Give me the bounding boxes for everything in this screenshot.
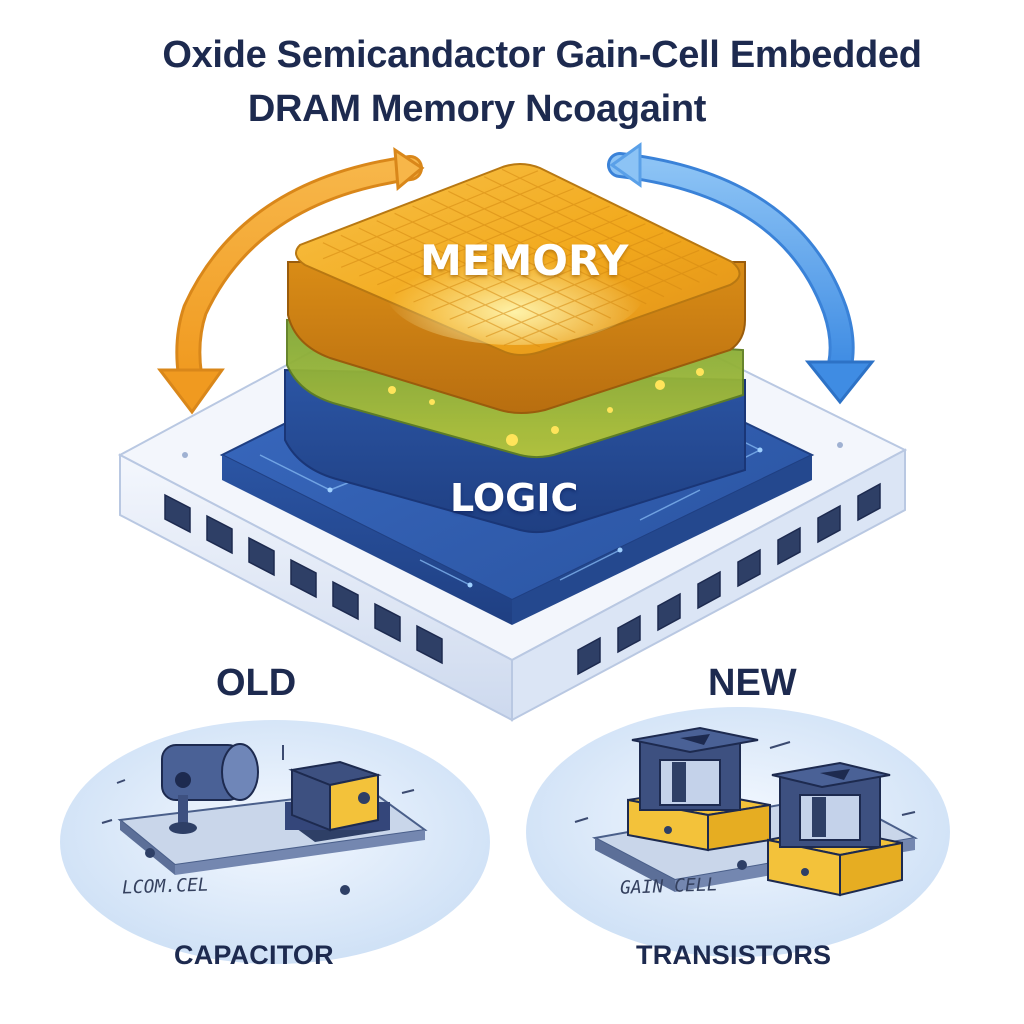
memory-layer-label: MEMORY	[420, 236, 629, 285]
capacitor-caption: CAPACITOR	[174, 940, 334, 970]
transistors-caption: TRANSISTORS	[636, 940, 832, 970]
memory-grid-line	[501, 168, 718, 276]
old-heading: OLD	[216, 662, 297, 704]
memory-layer	[287, 163, 746, 414]
new-sketch-label: GAIN CELL	[619, 874, 718, 899]
new-transistor-illustration	[526, 707, 950, 957]
logic-layer-label: LOGIC	[450, 476, 579, 520]
diagram-title-line-2: DRAM Memory Ncoagaint	[247, 88, 707, 130]
diagram-title-line-1: Oxide Semicandactor Gain-Cell Embedded	[162, 34, 922, 76]
new-heading: NEW	[708, 662, 797, 704]
curved-arrow-left-icon	[156, 147, 425, 415]
curved-arrow-right-icon	[607, 142, 876, 405]
old-capacitor-illustration	[60, 720, 490, 964]
old-sketch-label: LCOM.CEL	[121, 874, 210, 899]
memory-grid-line	[485, 249, 700, 338]
memory-grid-line	[503, 258, 718, 346]
